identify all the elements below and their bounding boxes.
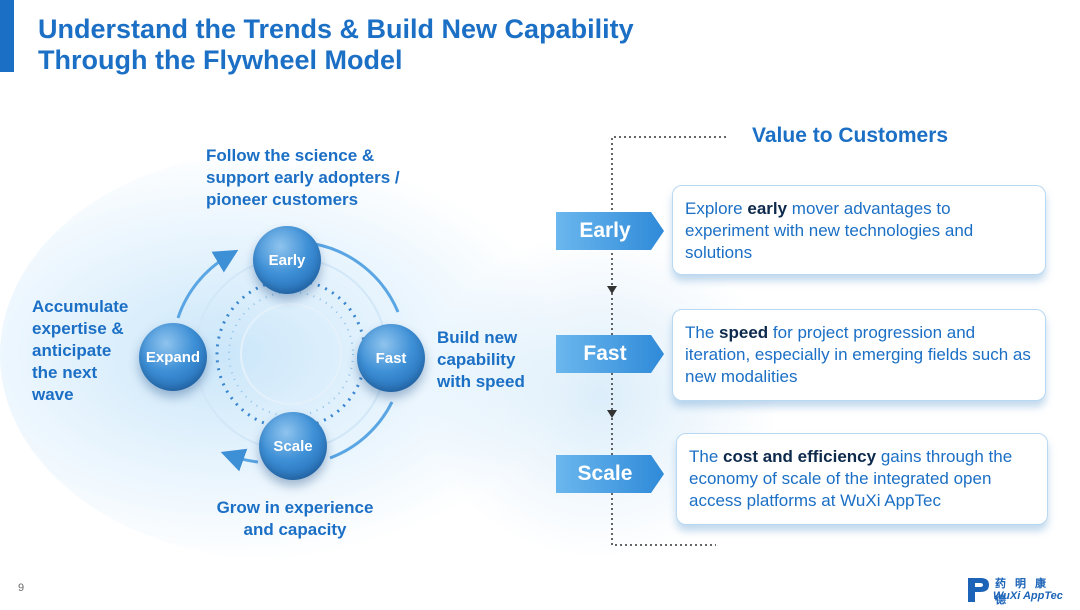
flywheel-node-scale: Scale (259, 412, 327, 480)
wuxi-apptec-logo: 药明康德 WuXi AppTec (965, 576, 1070, 606)
caption-expand: Accumulate expertise & anticipate the ne… (32, 296, 128, 406)
caption-scale-line: Grow in experience (216, 498, 374, 517)
value-card-scale: The cost and efficiency gains through th… (676, 433, 1048, 525)
flywheel-arrow-scale-expand (220, 448, 259, 472)
caption-scale: Grow in experience and capacity (190, 497, 400, 541)
value-tag-early: Early (556, 212, 664, 250)
flywheel-arc-early-fast (314, 242, 400, 313)
logo-chinese-text: 药明康德 (995, 578, 1055, 606)
flywheel-arc-fast-scale (329, 401, 394, 460)
value-card-text: Explore (685, 199, 748, 218)
value-card-early: Explore early mover advantages to experi… (672, 185, 1046, 275)
caption-expand-line: anticipate (32, 341, 112, 360)
value-card-text: The (689, 447, 724, 466)
flywheel-arrow-expand-early (176, 249, 239, 319)
caption-expand-line: wave (32, 385, 74, 404)
value-to-customers-title: Value to Customers (752, 124, 949, 147)
caption-early-line: pioneer customers (206, 190, 359, 209)
caption-fast-line: capability (437, 350, 516, 369)
caption-expand-line: the next (32, 363, 98, 382)
flywheel-dotted-ring (215, 278, 367, 430)
caption-scale-line: and capacity (243, 520, 347, 539)
value-card-text: The (685, 323, 720, 342)
value-tag-fast: Fast (556, 335, 664, 373)
flywheel-node-early: Early (253, 226, 321, 294)
value-card-fast: The speed for project progression and it… (672, 309, 1046, 401)
page-number: 9 (18, 582, 25, 594)
bracket-arrow-2 (607, 410, 617, 418)
caption-early-line: Follow the science & (206, 146, 375, 165)
value-card-emphasis: speed (719, 323, 769, 342)
caption-fast: Build new capability with speed (437, 327, 525, 393)
value-card-text: gains through the economy of scale of th… (689, 447, 1013, 510)
slide-title-line-2: Through the Flywheel Model (38, 45, 403, 75)
caption-early-line: support early adopters / (206, 168, 400, 187)
logo-mark-icon (968, 578, 989, 602)
flywheel-inner-ring (240, 303, 342, 405)
value-card-text: for project progression and iteration, e… (685, 323, 1031, 386)
caption-expand-line: Accumulate (32, 297, 129, 316)
value-tag-scale: Scale (556, 455, 664, 493)
caption-early: Follow the science & support early adopt… (206, 145, 400, 211)
caption-fast-line: Build new (437, 328, 518, 347)
flywheel-node-expand: Expand (139, 323, 207, 391)
slide-title-line-1: Understand the Trends & Build New Capabi… (38, 14, 634, 44)
bracket-arrow-1 (607, 286, 617, 294)
caption-fast-line: with speed (437, 372, 525, 391)
value-bracket-line (611, 136, 726, 546)
value-card-emphasis: early (747, 199, 788, 218)
flywheel-inner-dotted-ring (228, 291, 354, 417)
title-accent-bar (0, 0, 14, 72)
slide-title: Understand the Trends & Build New Capabi… (38, 14, 634, 76)
value-card-emphasis: cost and efficiency (723, 447, 877, 466)
flywheel-node-fast: Fast (357, 324, 425, 392)
logo-english-text: WuXi AppTec (993, 590, 1063, 602)
value-card-text: mover advantages to experiment with new … (685, 199, 974, 262)
caption-expand-line: expertise & (32, 319, 124, 338)
